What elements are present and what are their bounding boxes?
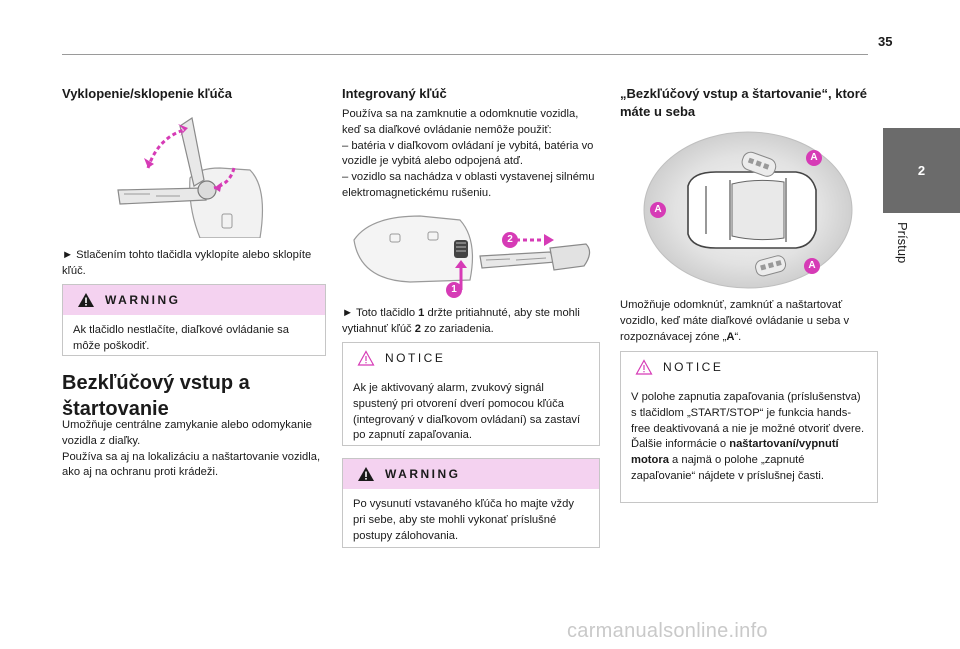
zone-marker-bottom: A — [808, 260, 816, 271]
warning-text-1: Ak tlačidlo nestlačíte, diaľkové ovládan… — [73, 324, 289, 352]
callout-2: 2 — [507, 234, 513, 245]
heading-key-fold: Vyklopenie/sklopenie kľúča — [62, 86, 232, 101]
notice-title-2: NOTICE — [663, 360, 724, 374]
warning-triangle-icon — [358, 467, 374, 481]
callout-1: 1 — [451, 284, 457, 295]
warning-title-2: WARNING — [385, 467, 461, 481]
heading-keyless-on-you: „Bezkľúčový vstup a štartovanie“, ktoré … — [620, 86, 868, 119]
notice-header-2: NOTICE — [621, 352, 877, 382]
warning-triangle-icon — [78, 293, 94, 307]
heading-keyless-entry: Bezkľúčový vstup a štartovanie — [62, 372, 250, 420]
notice-triangle-icon — [357, 350, 375, 366]
warning-header-1: WARNING — [63, 285, 325, 315]
recognition-zone-illustration — [643, 131, 853, 289]
notice-title-1: NOTICE — [385, 351, 446, 365]
chapter-tab[interactable]: 2 — [883, 128, 960, 213]
heading-integrated-key: Integrovaný kľúč — [342, 86, 447, 101]
notice-box-1: NOTICE Ak je aktivovaný alarm, zvukový s… — [342, 342, 600, 446]
page-number: 35 — [878, 34, 893, 49]
notice-header-1: NOTICE — [343, 343, 599, 373]
zone-marker-left: A — [654, 204, 662, 215]
warning-title-1: WARNING — [105, 293, 181, 307]
zone-marker-top: A — [810, 152, 818, 163]
notice-triangle-icon — [635, 359, 653, 375]
chapter-number: 2 — [917, 163, 926, 178]
warning-text-2: Po vysunutí vstavaného kľúča ho majte vž… — [353, 498, 574, 542]
integrated-key-illustration — [353, 215, 591, 298]
notice-text-2: V polohe zapnutia zapaľovania (príslušen… — [631, 391, 865, 482]
keyless-on-you-description: Umožňuje odomknúť, zamknúť a naštartovať… — [620, 299, 850, 343]
notice-text-1: Ak je aktivovaný alarm, zvukový signál s… — [353, 382, 581, 442]
warning-box-2: WARNING Po vysunutí vstavaného kľúča ho … — [342, 458, 600, 548]
warning-box-1: WARNING Ak tlačidlo nestlačíte, diaľkové… — [62, 284, 326, 356]
key-fold-instruction: ► Stlačením tohto tlačidla vyklopíte ale… — [62, 249, 312, 277]
integrated-key-instruction: ► Toto tlačidlo 1 držte pritiahnuté, aby… — [342, 307, 580, 335]
keyless-entry-description: Umožňuje centrálne zamykanie alebo odomy… — [62, 419, 321, 479]
integrated-key-description: Používa sa na zamknutie a odomknutie voz… — [342, 108, 595, 199]
key-fold-illustration — [117, 117, 264, 238]
header-rule — [62, 54, 868, 55]
notice-box-2: NOTICE V polohe zapnutia zapaľovania (pr… — [620, 351, 878, 503]
warning-header-2: WARNING — [343, 459, 599, 489]
watermark: carmanualsonline.info — [567, 620, 768, 642]
chapter-title: Prístup — [895, 222, 910, 264]
